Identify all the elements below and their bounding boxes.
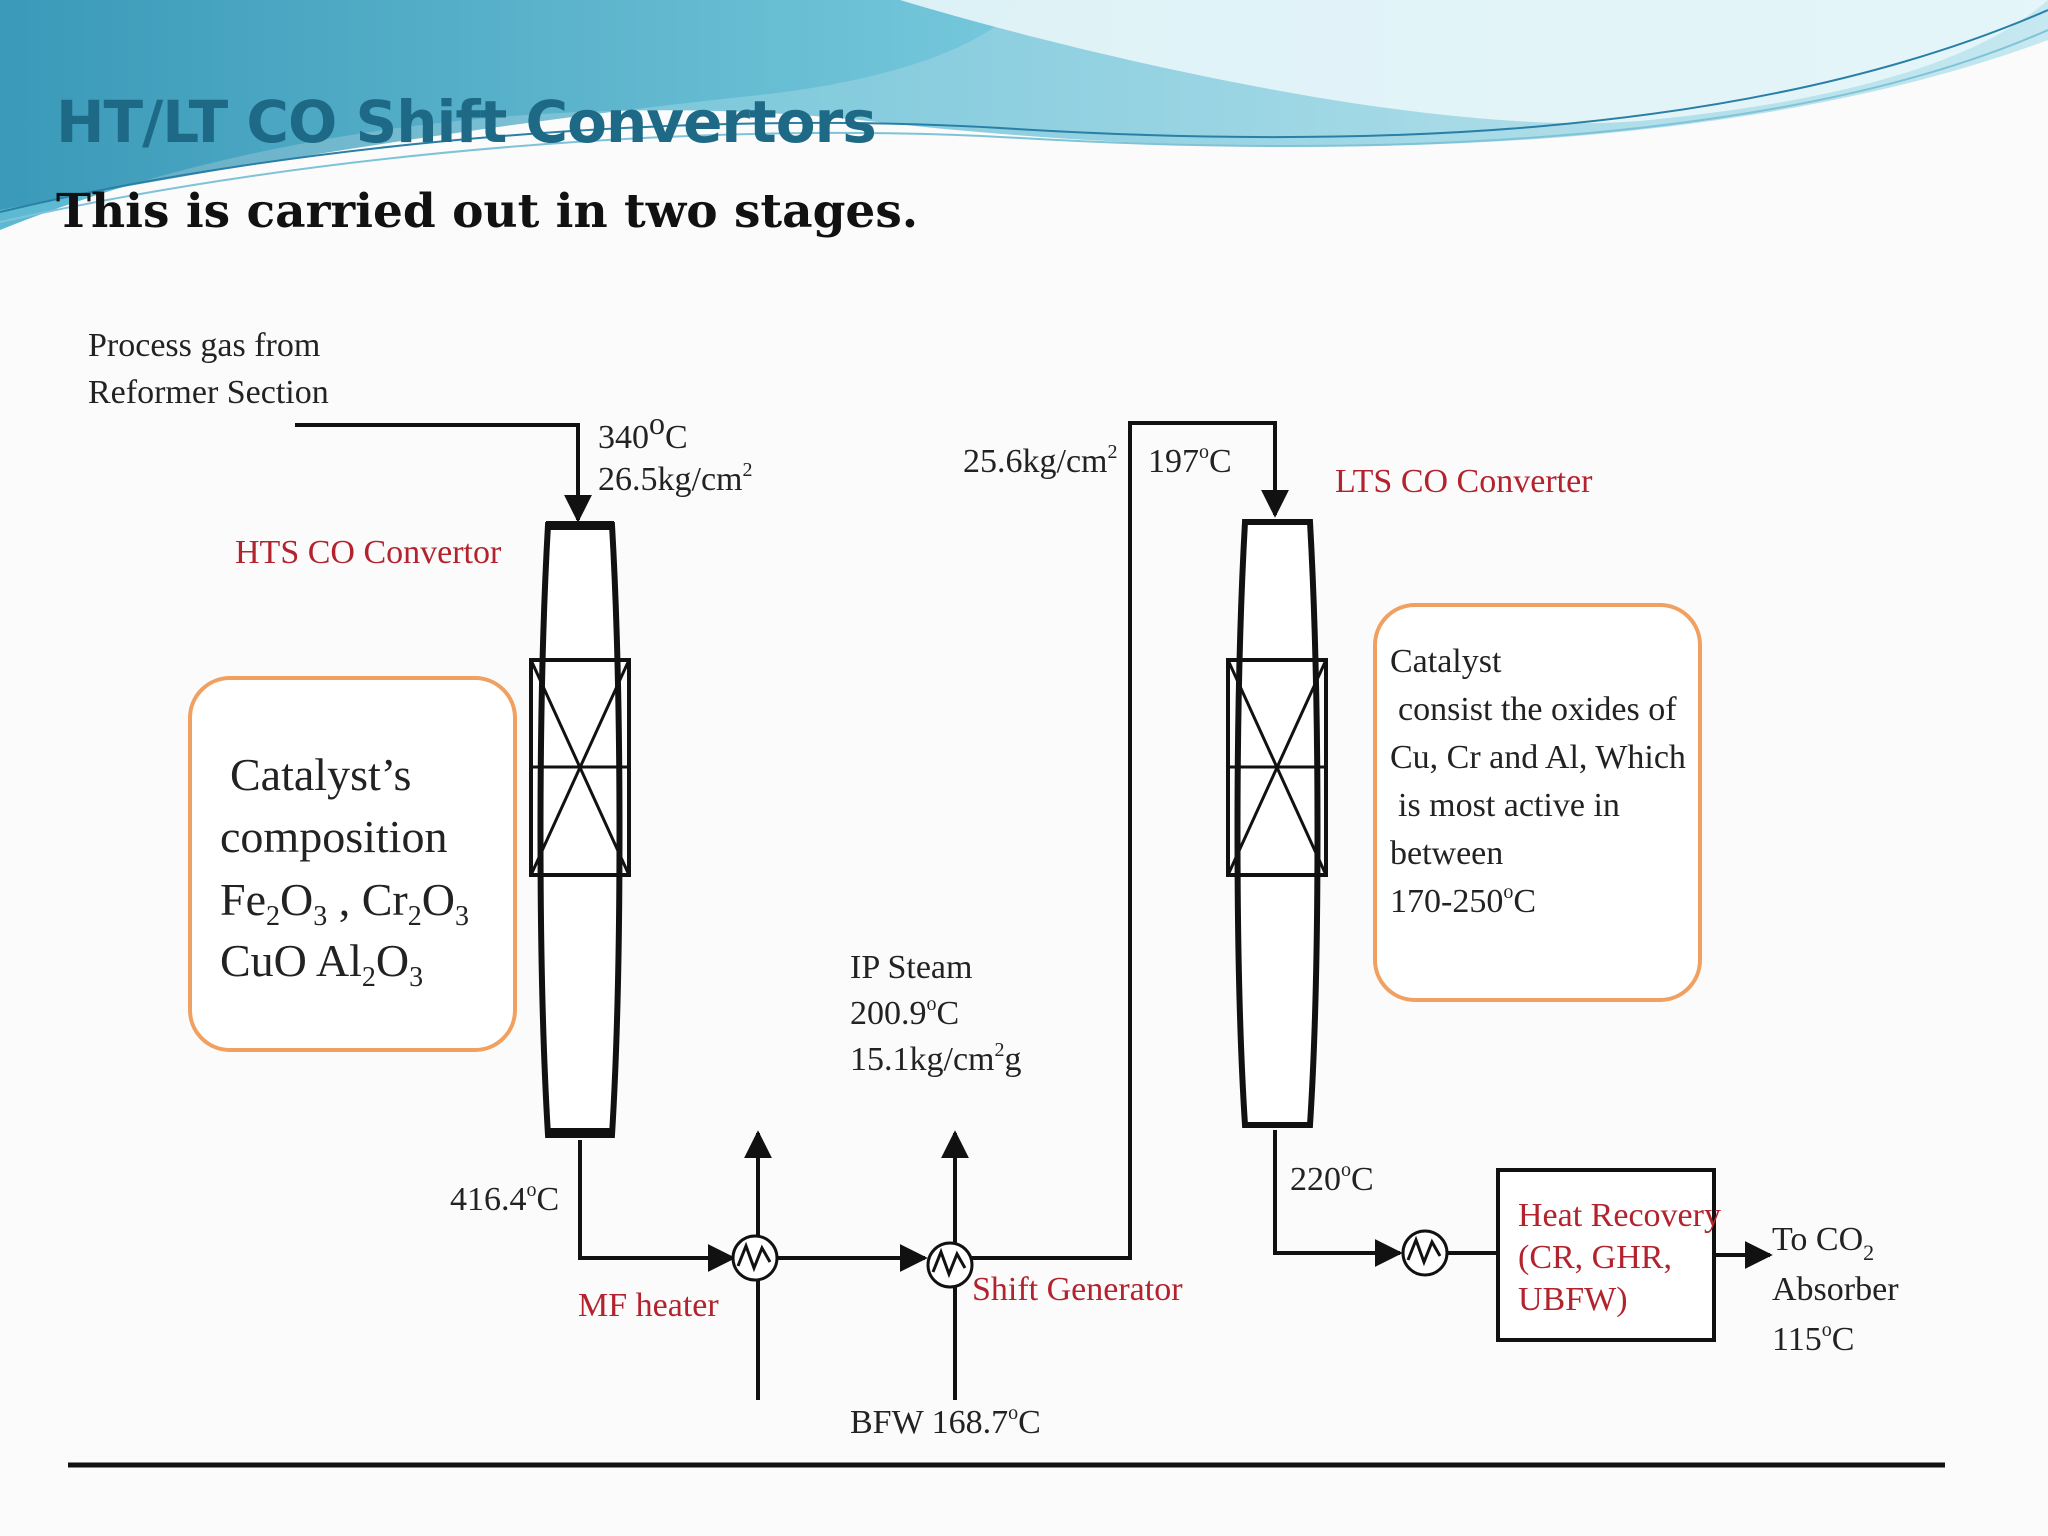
shift-to-lts-line — [970, 421, 1289, 1260]
outlet-label-line2: Absorber — [1772, 1271, 1899, 1308]
hts-catalyst-formula-1: Fe2O3 , Cr2O3 — [220, 874, 469, 932]
heat-recovery-line3: UBFW) — [1518, 1281, 1628, 1318]
inlet-label-line1: Process gas from — [88, 327, 320, 364]
lts-outlet-temp: 220oC — [1290, 1159, 1374, 1198]
lts-catalyst-line6: 170-250oC — [1390, 881, 1536, 920]
ip-steam-temp: 200.9oC — [850, 993, 959, 1032]
inlet-label-line2: Reformer Section — [88, 374, 329, 411]
outlet-temp: 115oC — [1772, 1319, 1854, 1358]
shift-generator-label: Shift Generator — [972, 1271, 1183, 1308]
hts-catalyst-line1: Catalyst’s — [230, 749, 411, 800]
hts-catalyst-callout — [188, 676, 517, 1052]
lts-catalyst-line3: Cu, Cr and Al, Which — [1390, 739, 1686, 776]
hts-outlet-line — [578, 1140, 736, 1272]
bfw-label: BFW 168.7oC — [850, 1402, 1041, 1441]
lts-catalyst-line4: is most active in — [1398, 787, 1620, 824]
mf-heater-label: MF heater — [578, 1287, 719, 1324]
lts-outlet-exchanger — [1401, 1229, 1449, 1277]
hts-catalyst-line2: composition — [220, 811, 447, 862]
lts-catalyst-line2: consist the oxides of — [1398, 691, 1677, 728]
hts-vessel — [529, 521, 631, 1138]
hts-catalyst-formula-2: CuO Al2O3 — [220, 935, 423, 993]
hts-inlet-pressure: 26.5kg/cm2 — [598, 459, 752, 498]
lts-vessel — [1226, 519, 1328, 1128]
lts-catalyst-line5: between — [1390, 835, 1503, 872]
hts-outlet-temp: 416.4oC — [450, 1179, 559, 1218]
lts-catalyst-callout — [1373, 603, 1702, 1002]
lts-converter-label: LTS CO Converter — [1335, 463, 1593, 500]
outlet-label-line1: To CO2 — [1772, 1221, 1874, 1265]
lts-inlet-temp: 197oC — [1148, 441, 1232, 480]
lts-outlet-line — [1273, 1130, 1403, 1267]
lts-catalyst-line1: Catalyst — [1390, 643, 1502, 680]
mf-heater-exchanger — [731, 1130, 779, 1400]
header-wave-decoration — [0, 0, 2048, 230]
ip-steam-label: IP Steam — [850, 949, 972, 986]
heat-recovery-line1: Heat Recovery — [1518, 1197, 1721, 1234]
shift-generator-exchanger — [926, 1130, 974, 1400]
process-gas-inlet-line — [295, 423, 592, 523]
hts-converter-label: HTS CO Convertor — [235, 534, 502, 571]
heat-recovery-line2: (CR, GHR, — [1518, 1239, 1672, 1276]
slide-title: HT/LT CO Shift Convertors — [56, 88, 877, 156]
hts-inlet-temp: 340oC — [598, 405, 688, 456]
slide-subtitle: This is carried out in two stages. — [56, 184, 919, 239]
ip-steam-pressure: 15.1kg/cm2g — [850, 1039, 1021, 1078]
lts-inlet-pressure: 25.6kg/cm2 — [963, 441, 1117, 480]
